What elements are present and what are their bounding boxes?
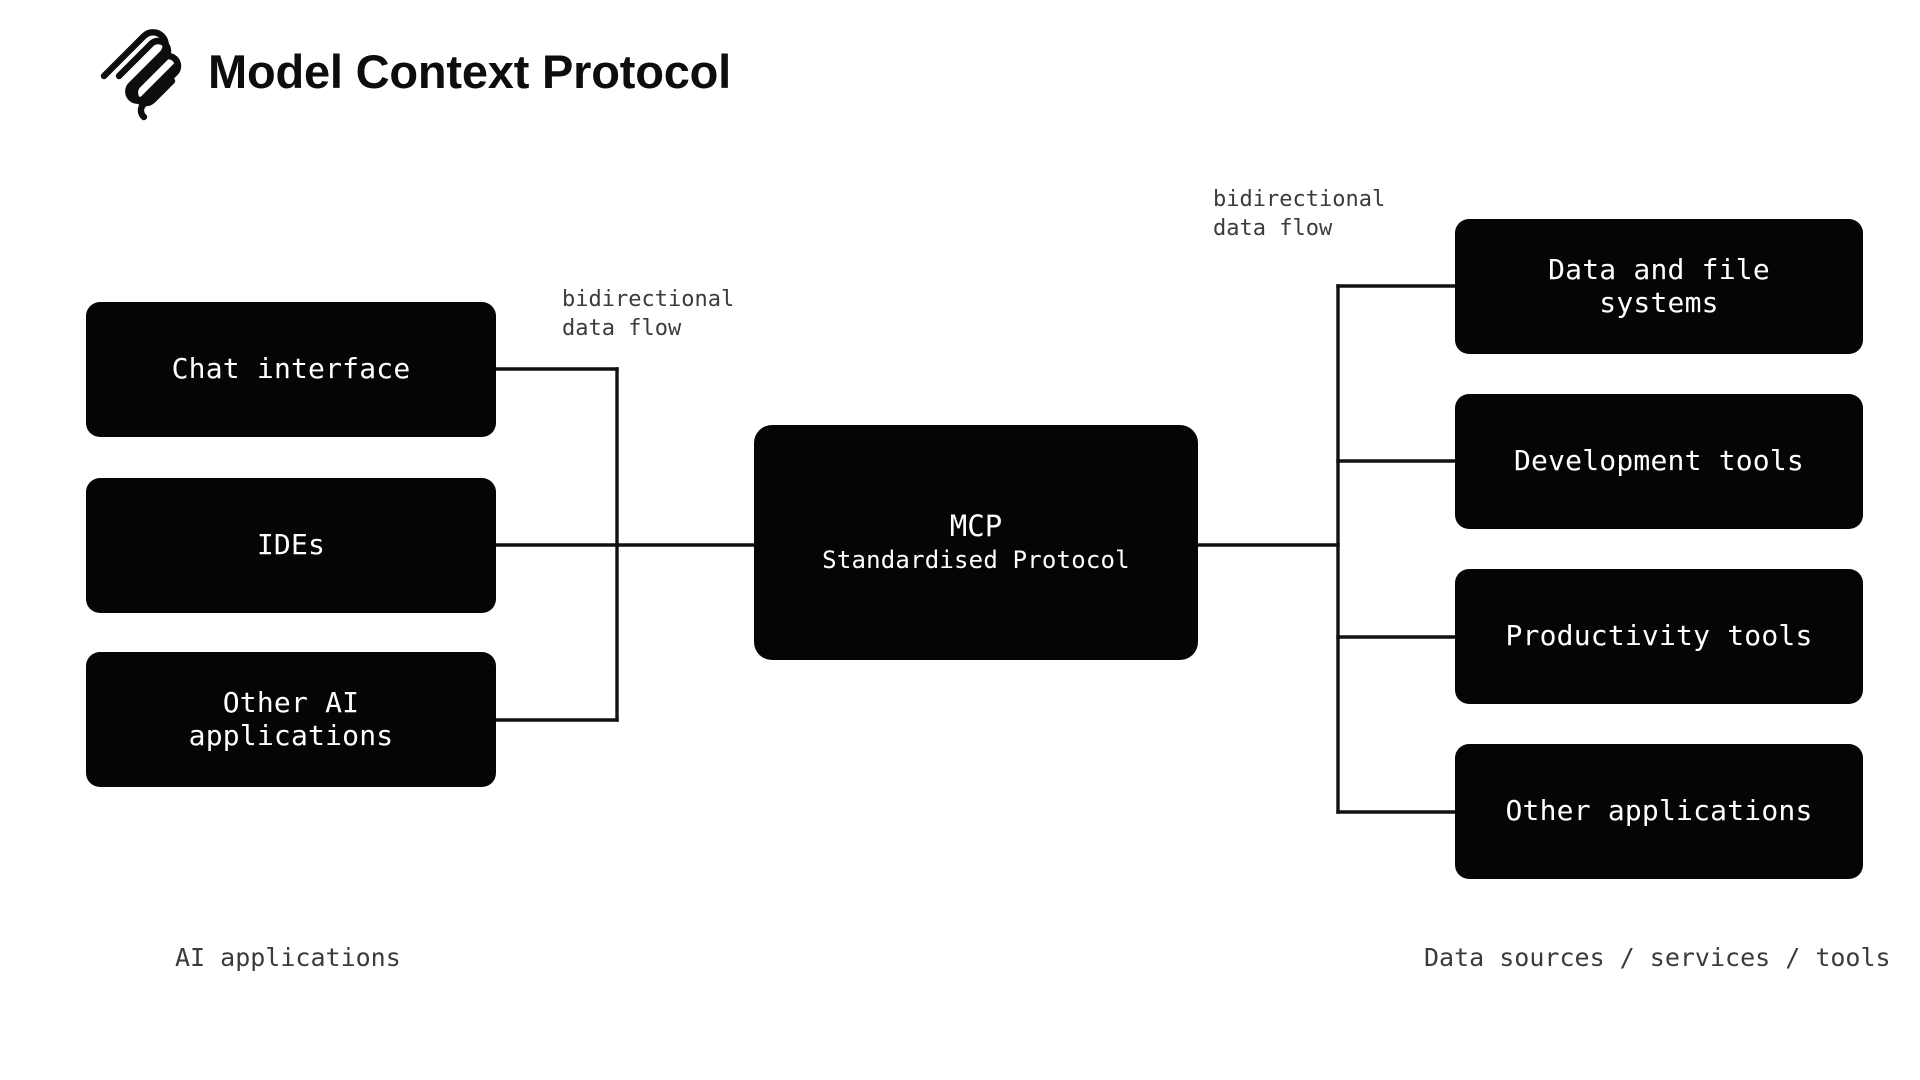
node-development-tools-label: Development tools: [1514, 444, 1804, 478]
node-development-tools[interactable]: Development tools: [1455, 394, 1863, 529]
node-chat-interface[interactable]: Chat interface: [86, 302, 496, 437]
node-ides[interactable]: IDEs: [86, 478, 496, 613]
caption-data-sources-services-tools: Data sources / services / tools: [1424, 943, 1891, 972]
node-productivity-tools-label: Productivity tools: [1505, 619, 1813, 653]
page-header: Model Context Protocol: [100, 18, 731, 122]
node-productivity-tools[interactable]: Productivity tools: [1455, 569, 1863, 704]
node-chat-interface-label: Chat interface: [171, 352, 411, 386]
node-mcp-title: MCP: [949, 509, 1003, 544]
node-other-applications[interactable]: Other applications: [1455, 744, 1863, 879]
node-data-and-file-systems[interactable]: Data and file systems: [1455, 219, 1863, 354]
node-data-and-file-systems-label: Data and file systems: [1548, 253, 1770, 319]
page-title: Model Context Protocol: [208, 44, 732, 98]
annotation-right-bidirectional-data-flow: bidirectional data flow: [1213, 187, 1386, 242]
caption-ai-applications: AI applications: [175, 943, 401, 972]
node-other-ai-applications-label: Other AI applications: [188, 686, 394, 752]
node-mcp[interactable]: MCP Standardised Protocol: [754, 425, 1198, 660]
mcp-paperclip-logo-icon: [100, 29, 182, 121]
node-mcp-subtitle: Standardised Protocol: [822, 546, 1130, 575]
node-ides-label: IDEs: [256, 528, 326, 562]
node-other-applications-label: Other applications: [1505, 794, 1813, 828]
annotation-left-bidirectional-data-flow: bidirectional data flow: [562, 287, 735, 342]
node-other-ai-applications[interactable]: Other AI applications: [86, 652, 496, 787]
